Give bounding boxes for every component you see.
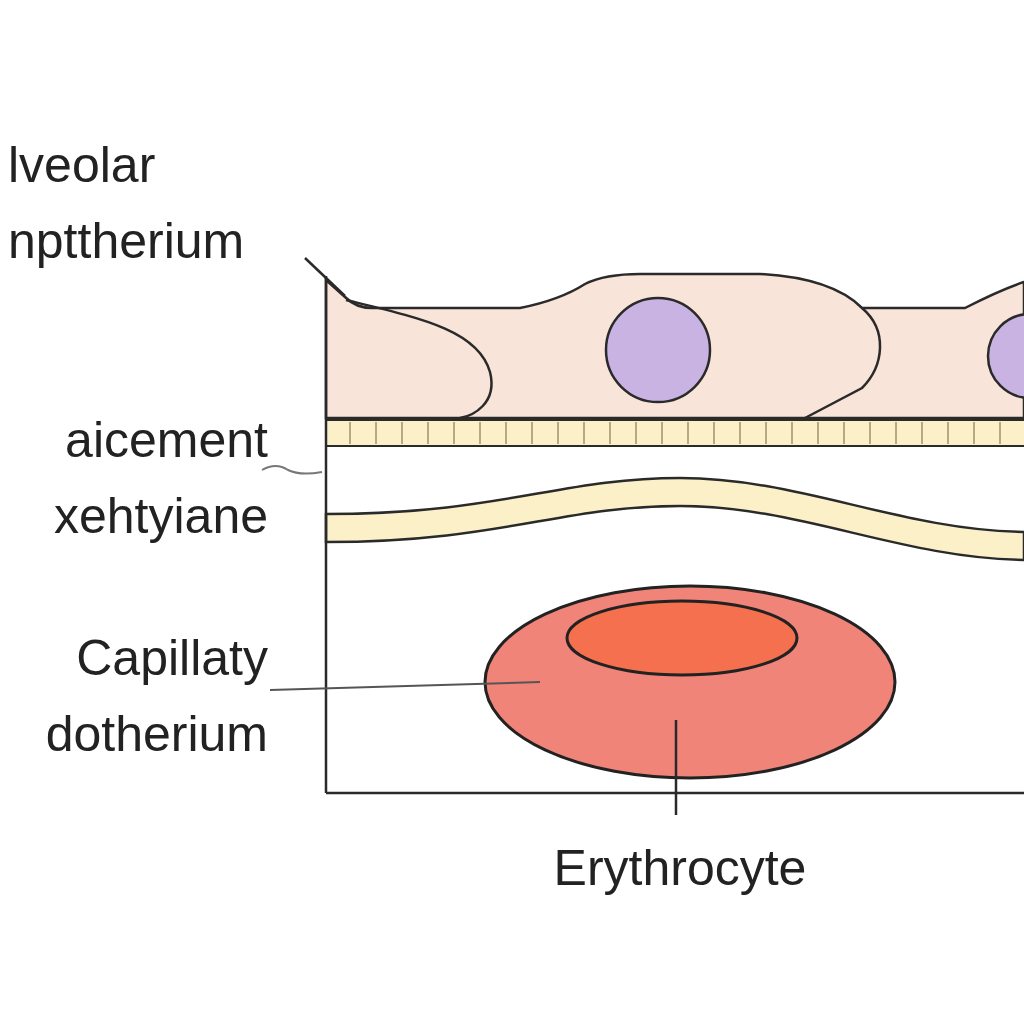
cell-nucleus — [606, 298, 710, 402]
epithelial-cell-layer — [326, 274, 1024, 418]
membrane-tick — [817, 422, 818, 444]
membrane-tick — [453, 422, 454, 444]
membrane-tick — [921, 422, 922, 444]
cell-border — [805, 308, 880, 418]
leader-line — [270, 682, 540, 690]
membrane-tick — [765, 422, 766, 444]
membrane-tick — [999, 422, 1000, 444]
membrane-tick — [427, 422, 428, 444]
part-label: lveolar npttherium — [8, 127, 270, 279]
membrane-tick — [531, 422, 532, 444]
part-label: Erythrocyte — [430, 830, 930, 906]
membrane-tick — [947, 422, 948, 444]
erythrocyte-center — [567, 601, 797, 675]
erythrocyte-shape — [485, 586, 895, 778]
cell-nucleus — [988, 314, 1024, 398]
leader-line — [262, 466, 322, 474]
membrane-tick — [635, 422, 636, 444]
membrane-tick — [401, 422, 402, 444]
basement-membrane — [326, 420, 1024, 446]
membrane-tick — [895, 422, 896, 444]
cell-border — [346, 300, 492, 418]
membrane-ticks — [350, 422, 1000, 444]
membrane-tick — [375, 422, 376, 444]
membrane-tick — [713, 422, 714, 444]
membrane-tick — [609, 422, 610, 444]
part-label: aicement xehtyiane — [0, 402, 268, 554]
membrane-tick — [791, 422, 792, 444]
part-label: Capillaty dotherium — [0, 620, 268, 772]
membrane-tick — [739, 422, 740, 444]
frame-line — [325, 276, 328, 793]
leader-line — [305, 258, 345, 296]
membrane-tick — [973, 422, 974, 444]
membrane-tick — [349, 422, 350, 444]
membrane-tick — [869, 422, 870, 444]
leader-line — [675, 720, 678, 815]
endothelial-band — [326, 478, 1024, 560]
membrane-tick — [479, 422, 480, 444]
membrane-tick — [557, 422, 558, 444]
membrane-tick — [687, 422, 688, 444]
membrane-tick — [843, 422, 844, 444]
membrane-tick — [583, 422, 584, 444]
membrane-tick — [661, 422, 662, 444]
membrane-tick — [505, 422, 506, 444]
